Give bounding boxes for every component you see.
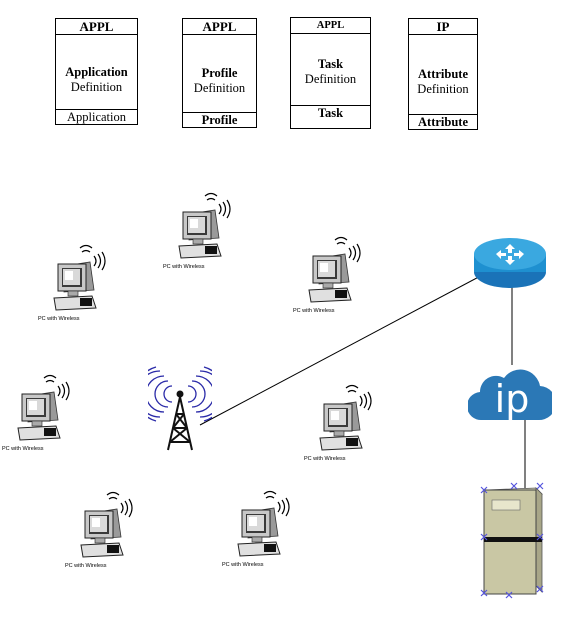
box-footer: Profile [183, 112, 256, 127]
cloud-text: ip [495, 377, 530, 421]
wireless-pc-icon[interactable]: PC with Wireless [304, 380, 376, 465]
pc-label: PC with Wireless [163, 264, 205, 270]
pc-label: PC with Wireless [38, 316, 80, 322]
router-icon[interactable] [472, 232, 548, 292]
box-body: Task Definition [291, 57, 370, 87]
box-body: Profile Definition [183, 66, 256, 96]
attribute-definition-box[interactable]: IP Attribute Definition Attribute [408, 18, 478, 130]
wireless-pc-icon[interactable]: PC with Wireless [38, 240, 110, 325]
server-icon[interactable] [478, 482, 548, 600]
box-footer: Application [56, 109, 137, 124]
pc-label: PC with Wireless [222, 562, 264, 568]
box-header: APPL [56, 19, 137, 35]
box-footer: Task [291, 105, 370, 120]
ip-cloud-icon[interactable]: ip [466, 360, 557, 422]
antenna-tower-icon[interactable] [134, 366, 226, 454]
pc-label: PC with Wireless [293, 308, 335, 314]
box-title: Profile [201, 66, 238, 80]
box-subtitle: Definition [70, 80, 123, 94]
box-subtitle: Definition [193, 81, 246, 95]
pc-label: PC with Wireless [2, 446, 44, 452]
box-header: APPL [291, 18, 370, 34]
box-title: Application [65, 65, 128, 79]
box-title: Task [317, 57, 344, 71]
box-subtitle: Definition [304, 72, 357, 86]
wireless-pc-icon[interactable]: PC with Wireless [293, 232, 365, 317]
box-body: Application Definition [56, 65, 137, 95]
pc-label: PC with Wireless [304, 456, 346, 462]
wireless-pc-icon[interactable]: PC with Wireless [163, 188, 235, 273]
tower-router-link [199, 262, 506, 426]
application-definition-box[interactable]: APPL Application Definition Application [55, 18, 138, 125]
wireless-pc-icon[interactable]: PC with Wireless [2, 370, 74, 455]
profile-definition-box[interactable]: APPL Profile Definition Profile [182, 18, 257, 128]
wireless-pc-icon[interactable]: PC with Wireless [222, 486, 294, 571]
box-body: Attribute Definition [409, 67, 477, 97]
box-header: IP [409, 19, 477, 35]
box-header: APPL [183, 19, 256, 35]
box-subtitle: Definition [417, 82, 469, 96]
box-title: Attribute [418, 67, 468, 81]
task-definition-box[interactable]: APPL Task Definition Task [290, 17, 371, 129]
pc-label: PC with Wireless [65, 563, 107, 569]
box-footer: Attribute [409, 114, 477, 129]
wireless-pc-icon[interactable]: PC with Wireless [65, 487, 137, 572]
